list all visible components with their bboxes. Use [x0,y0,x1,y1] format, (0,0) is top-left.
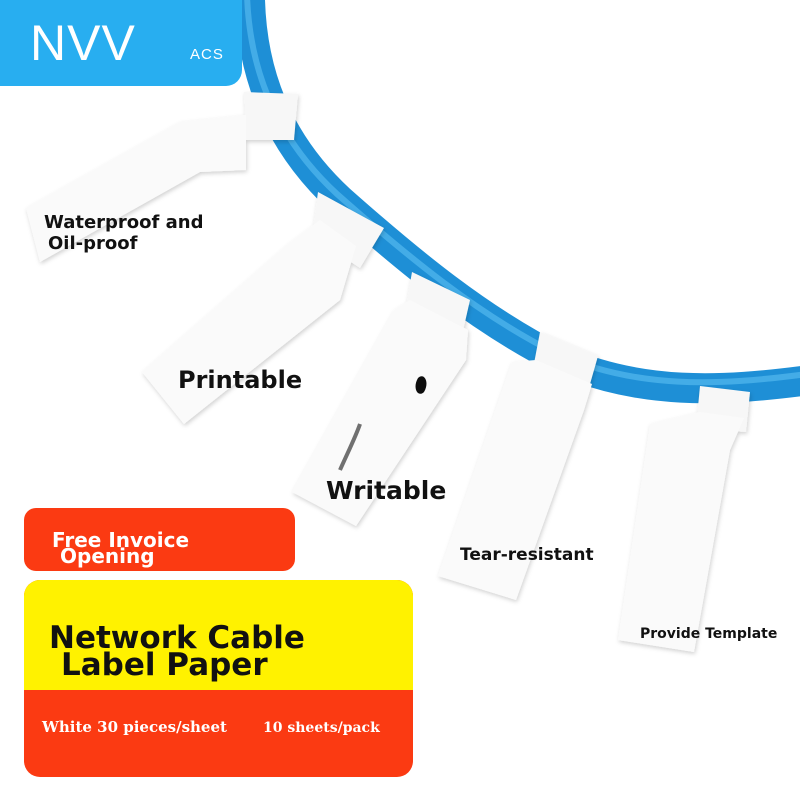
feature-waterproof-line1: Waterproof and [44,212,204,233]
product-title-line2: Label Paper [61,647,268,683]
free-invoice-badge: Free Invoice Opening [24,508,295,571]
blue-cable [235,0,800,404]
product-title-line1: Network Cable [49,620,305,656]
feature-waterproof-line2: Oil-proof [48,233,138,254]
product-title-band [24,580,413,690]
brand-logo-text: NVV [30,15,136,71]
cable-label-tag [438,332,598,600]
product-spec-pack: 10 sheets/pack [263,720,380,736]
pen-mark [415,376,427,394]
feature-printable: Printable [178,366,303,394]
feature-waterproof: Waterproof and Oil-proof [44,212,204,254]
product-spec-sheet: White 30 pieces/sheet [42,718,227,736]
feature-tear-resistant: Tear-resistant [460,545,594,565]
brand-logo-block: NVV ACS [0,0,242,86]
pen-stroke [338,423,362,471]
invoice-line2: Opening [60,544,155,568]
invoice-line1: Free Invoice [52,528,190,552]
cable-label-tag [26,92,298,262]
brand-logo-suffix: ACS [190,46,224,63]
cable-label-tag [142,192,384,424]
feature-template: Provide Template [640,626,778,642]
cable-label-tag [618,386,750,652]
product-info-block: Network Cable Label Paper White 30 piece… [24,580,413,777]
cable-label-tag [292,272,470,526]
feature-writable: Writable [326,476,447,505]
